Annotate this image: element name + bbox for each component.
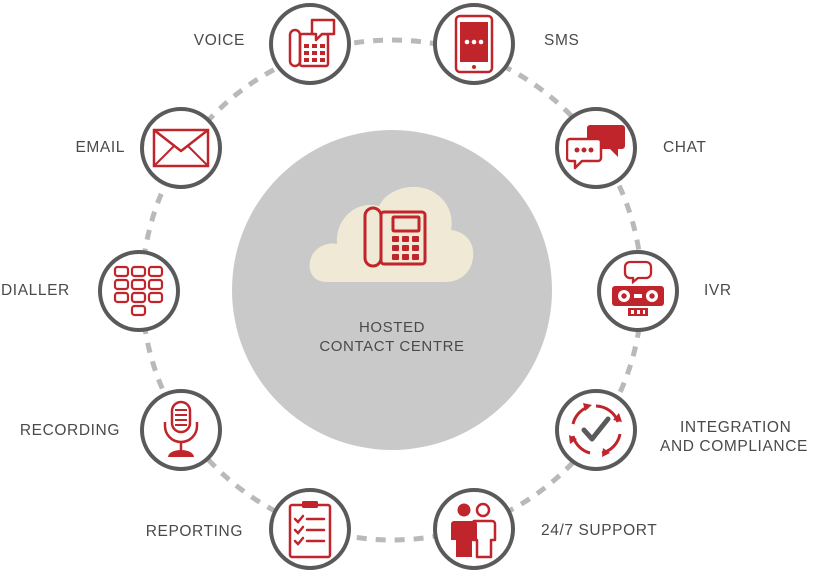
email-label: EMAIL — [75, 139, 125, 156]
support-node — [433, 488, 515, 570]
support-label: 24/7 SUPPORT — [541, 522, 658, 539]
cloud-phone-icon — [305, 178, 477, 293]
dialler-node — [98, 250, 180, 332]
voice-node — [269, 3, 351, 85]
center-title: HOSTED CONTACT CENTRE — [292, 318, 492, 356]
envelope-icon — [152, 128, 210, 168]
integration-label: INTEGRATION — [680, 419, 792, 436]
ivr-node — [597, 250, 679, 332]
people-icon — [451, 502, 497, 559]
email-node — [140, 107, 222, 189]
reporting-label: REPORTING — [145, 523, 243, 540]
chat-node — [555, 107, 637, 189]
integration-label-line2: AND COMPLIANCE — [660, 438, 808, 455]
ivr-label: IVR — [704, 282, 732, 299]
chat-label: CHAT — [663, 139, 707, 156]
integration-node — [555, 389, 637, 471]
center-title-line1: HOSTED — [358, 319, 426, 336]
sms-node — [433, 3, 515, 85]
dialler-label: DIALLER — [1, 282, 70, 299]
center-title-line2: CONTACT CENTRE — [319, 338, 465, 355]
microphone-icon — [163, 400, 199, 457]
recording-node — [140, 389, 222, 471]
robot-icon — [612, 260, 664, 316]
center-circle — [232, 130, 552, 450]
reporting-node — [269, 488, 351, 570]
chat-bubbles-icon — [566, 125, 625, 170]
mobile-phone-icon — [454, 14, 494, 74]
keypad-icon — [113, 265, 164, 317]
voice-label: VOICE — [193, 32, 245, 49]
recording-label: RECORDING — [19, 422, 120, 439]
desk-phone-icon — [288, 18, 336, 68]
clipboard-checklist-icon — [288, 501, 332, 559]
sms-label: SMS — [544, 32, 580, 49]
cycle-check-icon — [569, 403, 622, 457]
